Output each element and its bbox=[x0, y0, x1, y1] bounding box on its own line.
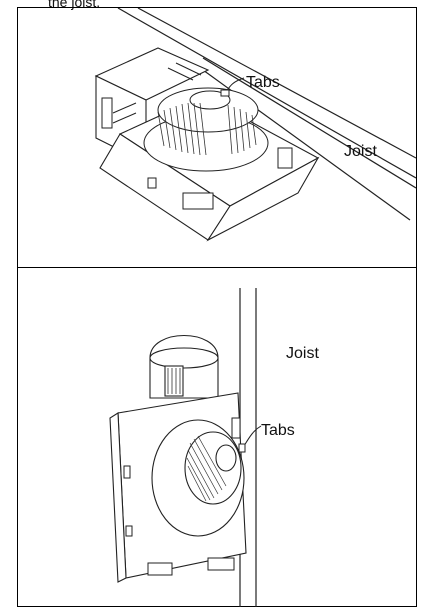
label-joist-bottom: Joist bbox=[286, 345, 319, 362]
tab-pointer bbox=[238, 425, 262, 453]
duct-collar bbox=[149, 334, 219, 399]
panel-divider bbox=[18, 267, 416, 268]
label-tabs-bottom: Tabs bbox=[261, 422, 295, 439]
fan-housing bbox=[109, 392, 247, 583]
caption-fragment: the joist. bbox=[48, 0, 101, 10]
top-panel-illustration: Tabs Joist bbox=[94, 8, 416, 242]
figure-frame: Tabs Joist bbox=[17, 7, 417, 607]
label-joist-top: Joist bbox=[344, 143, 377, 160]
label-tabs-top: Tabs bbox=[246, 74, 280, 91]
bottom-panel-illustration: Joist Tabs bbox=[109, 288, 319, 607]
blower-wheel bbox=[143, 87, 269, 172]
fan-housing bbox=[94, 47, 320, 242]
tab-pointer bbox=[220, 77, 245, 97]
